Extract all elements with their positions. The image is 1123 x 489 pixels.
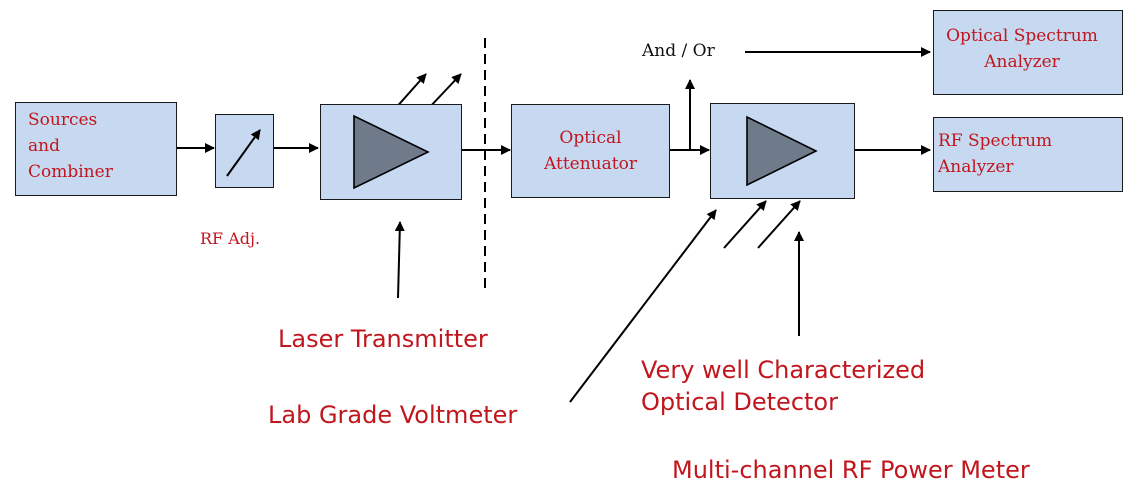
rf-adj-label: RF Adj. bbox=[200, 229, 261, 248]
detector-input-arrow-2 bbox=[757, 200, 801, 249]
laser-transmitter-callout: Laser Transmitter bbox=[278, 325, 488, 353]
rf-power-meter-callout: Multi-channel RF Power Meter bbox=[672, 456, 1030, 484]
sources-combiner-block: Sources and Combiner bbox=[15, 102, 177, 196]
optical-spectrum-analyzer-block: Optical Spectrum Analyzer bbox=[933, 10, 1123, 95]
laser-transmitter-block bbox=[320, 104, 462, 200]
detector-input-arrow-1 bbox=[723, 200, 767, 249]
optical-detector-callout: Very well Characterized Optical Detector bbox=[641, 356, 926, 416]
optical-attenuator-block: Optical Attenuator bbox=[511, 104, 670, 198]
lab-grade-voltmeter-callout: Lab Grade Voltmeter bbox=[268, 401, 518, 429]
rf-spectrum-analyzer-block: RF Spectrum Analyzer bbox=[933, 117, 1123, 192]
optical-spectrum-analyzer-label: Optical Spectrum Analyzer bbox=[946, 26, 1098, 72]
detector-triangle-icon bbox=[746, 115, 818, 187]
rf-adjust-block bbox=[215, 114, 274, 188]
amplifier-triangle-icon bbox=[353, 114, 430, 190]
optical-attenuator-label: Optical Attenuator bbox=[544, 128, 637, 174]
adjust-arrow-icon bbox=[226, 129, 261, 177]
sources-combiner-label: Sources and Combiner bbox=[28, 110, 113, 182]
pointer-laser-transmitter bbox=[394, 221, 405, 299]
pointer-lab-grade-voltmeter bbox=[569, 209, 717, 403]
rf-spectrum-analyzer-label: RF Spectrum Analyzer bbox=[938, 131, 1053, 177]
and-or-label: And / Or bbox=[642, 41, 715, 61]
optical-detector-block bbox=[710, 103, 855, 199]
